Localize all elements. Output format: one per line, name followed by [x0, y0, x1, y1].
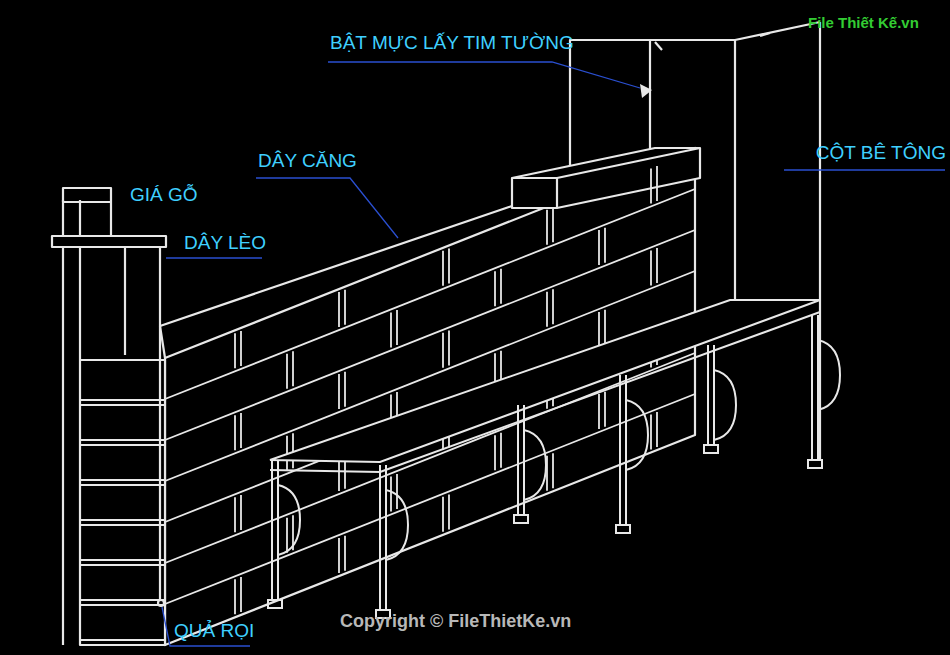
brick-joint: [552, 289, 554, 324]
scaffold-brace: [714, 370, 736, 440]
brick-joint: [656, 412, 658, 447]
scaffold-leg: [713, 345, 715, 445]
scaffold-leg: [619, 375, 621, 525]
brick-joint: [344, 536, 346, 571]
pillar-course: [80, 644, 165, 646]
scaffold-leg: [517, 405, 519, 515]
pillar-course: [80, 479, 165, 481]
scaffold-foot: [268, 600, 282, 608]
brick-joint: [598, 230, 600, 265]
scaffold-edge: [380, 312, 820, 472]
brick-joint: [396, 474, 398, 509]
scaffold-leg: [385, 465, 387, 610]
scaffold-brace: [386, 490, 408, 560]
brick-joint: [500, 433, 502, 468]
brick-joint: [546, 292, 548, 327]
brick-joint: [448, 330, 450, 365]
scaffold-leg: [271, 460, 273, 600]
brick-joint: [650, 414, 652, 449]
pillar-course: [80, 559, 165, 561]
brick-joint: [604, 228, 606, 263]
brick-joint: [286, 518, 288, 553]
brick-joint: [604, 392, 606, 427]
scaffold-leg: [625, 375, 627, 525]
callout-label: DÂY CĂNG: [258, 150, 357, 172]
brick-joint: [656, 248, 658, 283]
watermark: Copyright © FileThietKe.vn: [340, 611, 571, 632]
brick-joint: [240, 331, 242, 366]
brick-joint: [338, 374, 340, 409]
scaffold-leg: [817, 315, 819, 460]
brick-joint: [240, 577, 242, 612]
brick-joint: [286, 354, 288, 389]
scaffold-foot: [704, 445, 718, 453]
brick-joint: [234, 579, 236, 614]
brick-joint: [234, 497, 236, 532]
logo-text: File Thiết Kế.vn: [808, 14, 919, 31]
brick-joint: [650, 250, 652, 285]
callout-label: BẬT MỰC LẤY TIM TƯỜNG: [330, 32, 574, 54]
scaffold-foot: [514, 515, 528, 523]
pillar-course: [80, 564, 165, 566]
brick-joint: [442, 497, 444, 532]
brick-joint: [344, 372, 346, 407]
brick-joint: [240, 495, 242, 530]
brick-joint: [448, 494, 450, 529]
brick-joint: [338, 538, 340, 573]
brick-joint: [390, 312, 392, 347]
pillar-course: [80, 444, 165, 446]
callout-label: QUẢ RỌI: [174, 620, 254, 642]
brick-joint: [500, 269, 502, 304]
brick-joint: [390, 476, 392, 511]
brick-joint: [650, 168, 652, 203]
brick-joint: [656, 166, 658, 201]
scaffold-brace: [524, 430, 546, 500]
brick-joint: [396, 310, 398, 345]
scaffold-brace: [278, 485, 300, 555]
pillar-course: [80, 599, 165, 601]
brick-joint: [598, 394, 600, 429]
scaffold-leg: [277, 460, 279, 600]
pillar-course: [80, 604, 165, 606]
brick-joint: [344, 290, 346, 325]
brick-joint: [552, 207, 554, 242]
pillar-course: [80, 404, 165, 406]
pillar-course: [80, 439, 165, 441]
brick-joint: [552, 453, 554, 488]
pillar-course: [80, 524, 165, 526]
scaffold-plank: [270, 300, 820, 462]
scaffold-brace: [818, 340, 840, 410]
callout-label: DÂY LÈO: [184, 232, 266, 254]
brick-joint: [240, 413, 242, 448]
scaffold-leg: [707, 345, 709, 445]
scaffold-foot: [616, 525, 630, 533]
brick-course: [165, 353, 695, 563]
brick-joint: [292, 351, 294, 386]
brick-joint: [494, 435, 496, 470]
brick-joint: [234, 333, 236, 368]
scaffold-foot: [808, 460, 822, 468]
brick-joint: [598, 312, 600, 347]
pillar-course: [80, 399, 165, 401]
pillar-course: [80, 519, 165, 521]
pillar-course: [80, 484, 165, 486]
scaffold-brace: [626, 400, 648, 470]
brick-joint: [546, 210, 548, 245]
scaffold-leg: [379, 465, 381, 610]
scaffold-leg: [811, 315, 813, 460]
brick-joint: [338, 292, 340, 327]
scaffold-leg: [523, 405, 525, 515]
callout-label: GIÁ GỖ: [130, 184, 198, 206]
brick-joint: [494, 271, 496, 306]
brick-joint: [448, 248, 450, 283]
scaffold-edge: [270, 470, 380, 472]
callout-label: CỘT BÊ TÔNG: [816, 142, 946, 164]
brick-joint: [442, 251, 444, 286]
brick-joint: [234, 415, 236, 450]
brick-joint: [604, 310, 606, 345]
brick-joint: [442, 333, 444, 368]
pillar-course: [80, 639, 165, 641]
